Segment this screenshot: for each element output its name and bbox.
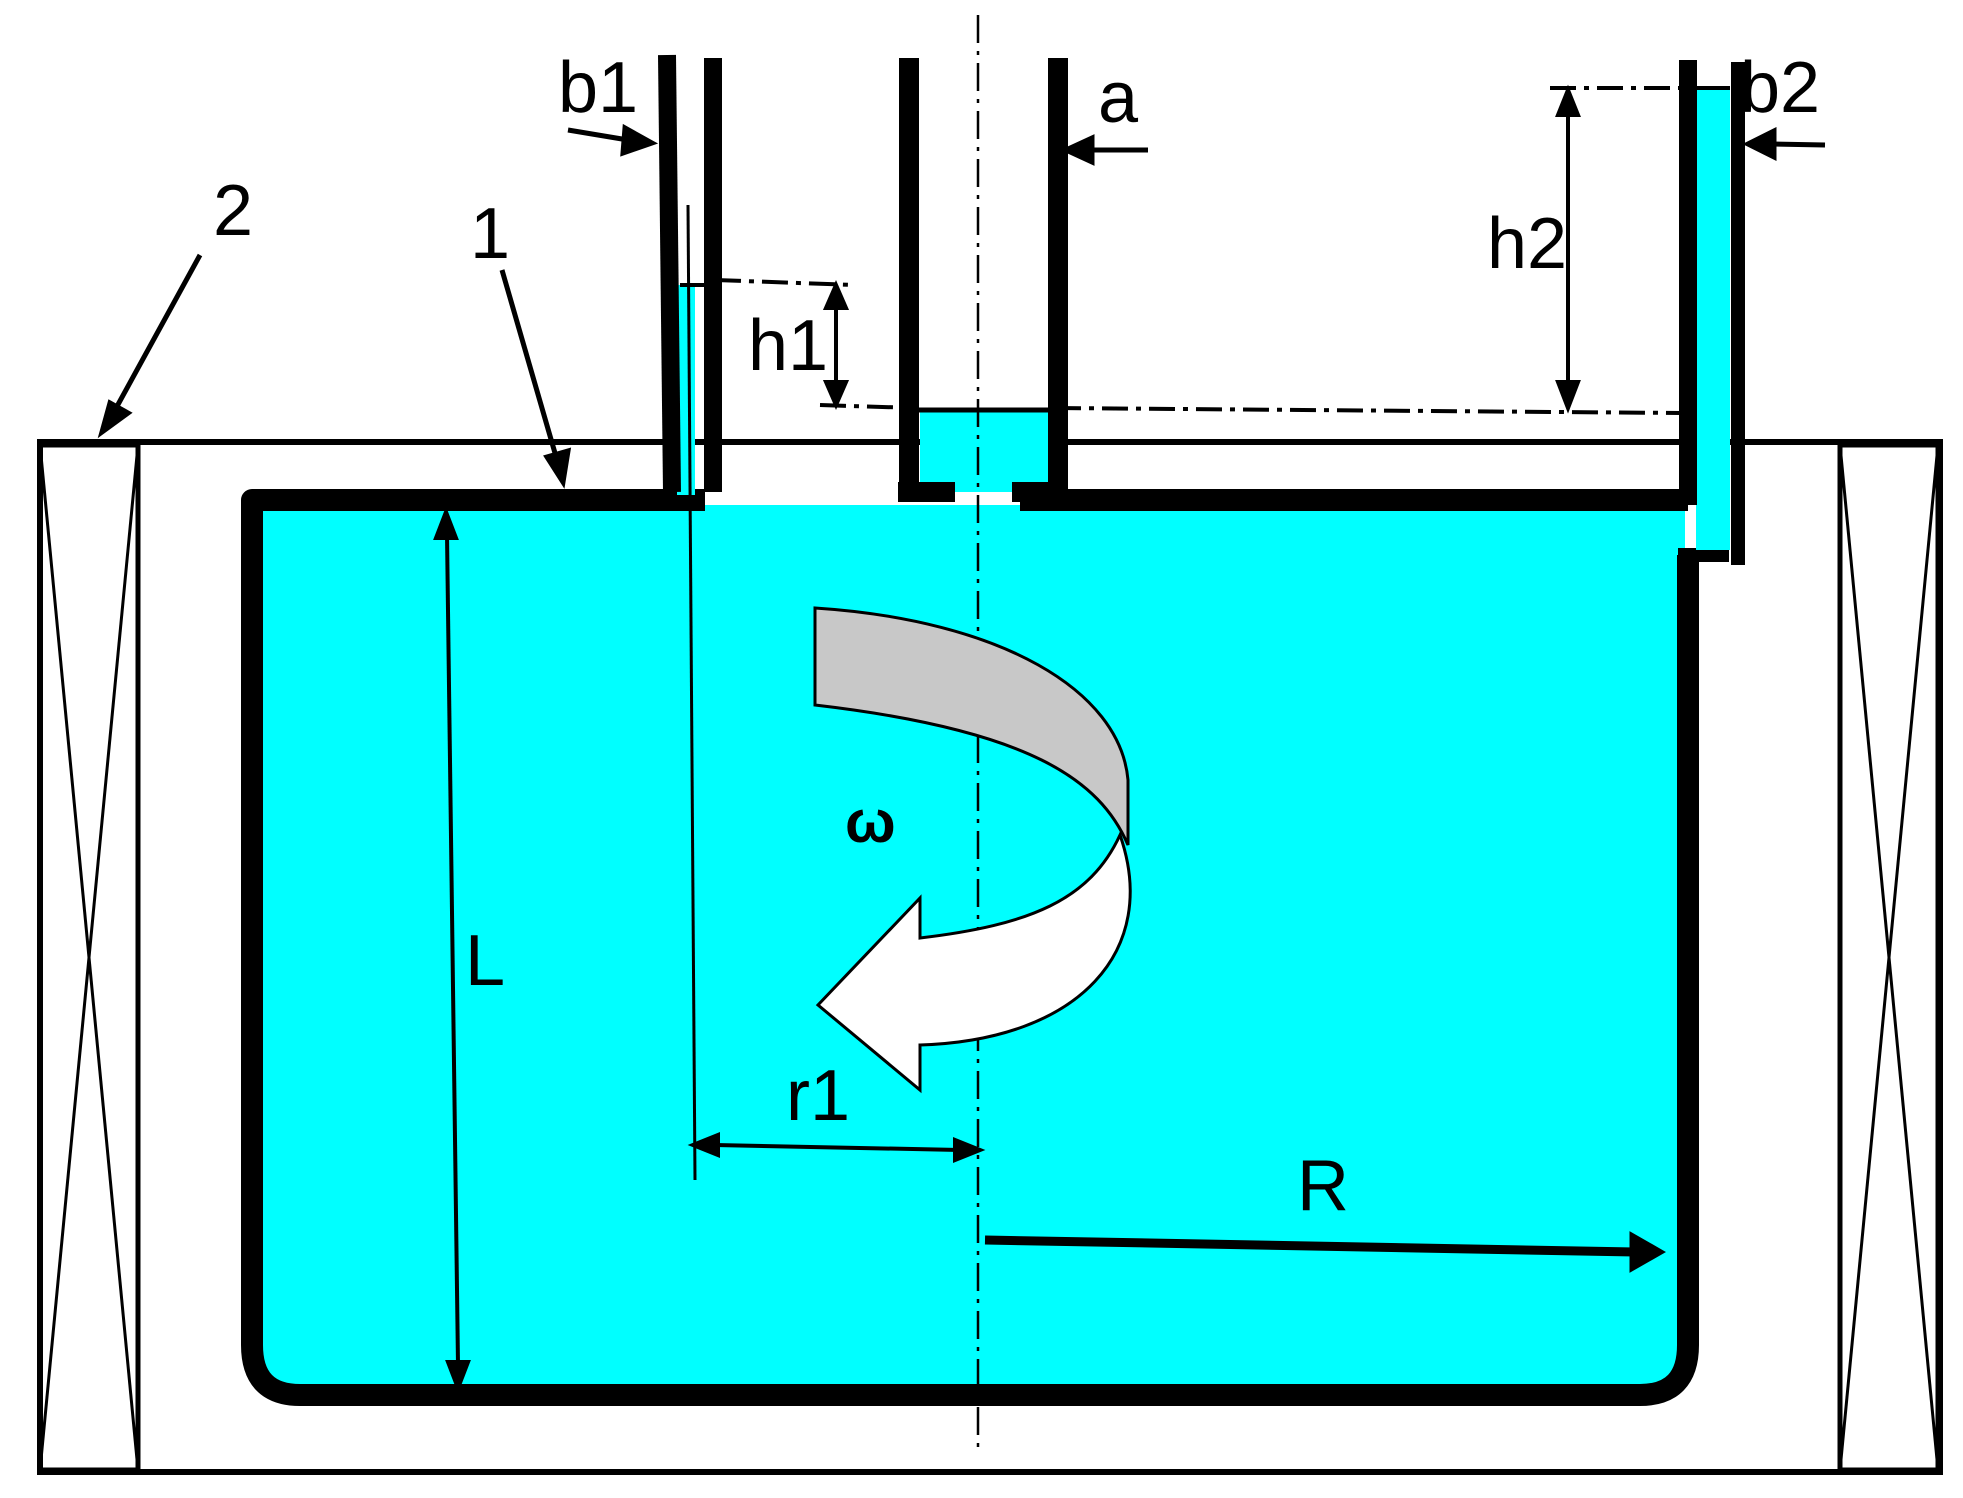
label-2-pointer	[97, 253, 203, 439]
h2-dimension	[1555, 84, 1581, 414]
label-1-pointer	[499, 269, 572, 489]
left-tube-b1	[658, 54, 722, 1181]
b2-pointer	[1742, 126, 1826, 162]
rotation-arrow	[813, 606, 1132, 1094]
a-pointer	[1060, 134, 1148, 166]
R-arrow	[984, 1231, 1667, 1273]
h1-dimension	[822, 279, 850, 411]
L-dimension	[433, 506, 471, 1394]
label-2: 2	[213, 171, 253, 251]
R-label: R	[1297, 1146, 1349, 1226]
omega-label: ω	[845, 788, 896, 855]
left-coil	[37, 442, 141, 1473]
b1-label: b1	[558, 48, 638, 128]
h1-label: h1	[748, 306, 828, 386]
b1-pointer	[567, 123, 659, 157]
r1-label: r1	[786, 1056, 850, 1136]
b2-label: b2	[1740, 48, 1820, 128]
right-coil	[1837, 442, 1941, 1473]
a-label: a	[1098, 58, 1139, 138]
central-tube	[898, 58, 1068, 502]
r1-dimension	[687, 1132, 986, 1163]
h2-label: h2	[1487, 204, 1567, 284]
right-tube-b2	[1679, 60, 1745, 565]
vessel-walls	[241, 489, 1699, 1406]
L-label: L	[465, 921, 505, 1001]
label-1: 1	[470, 194, 510, 274]
